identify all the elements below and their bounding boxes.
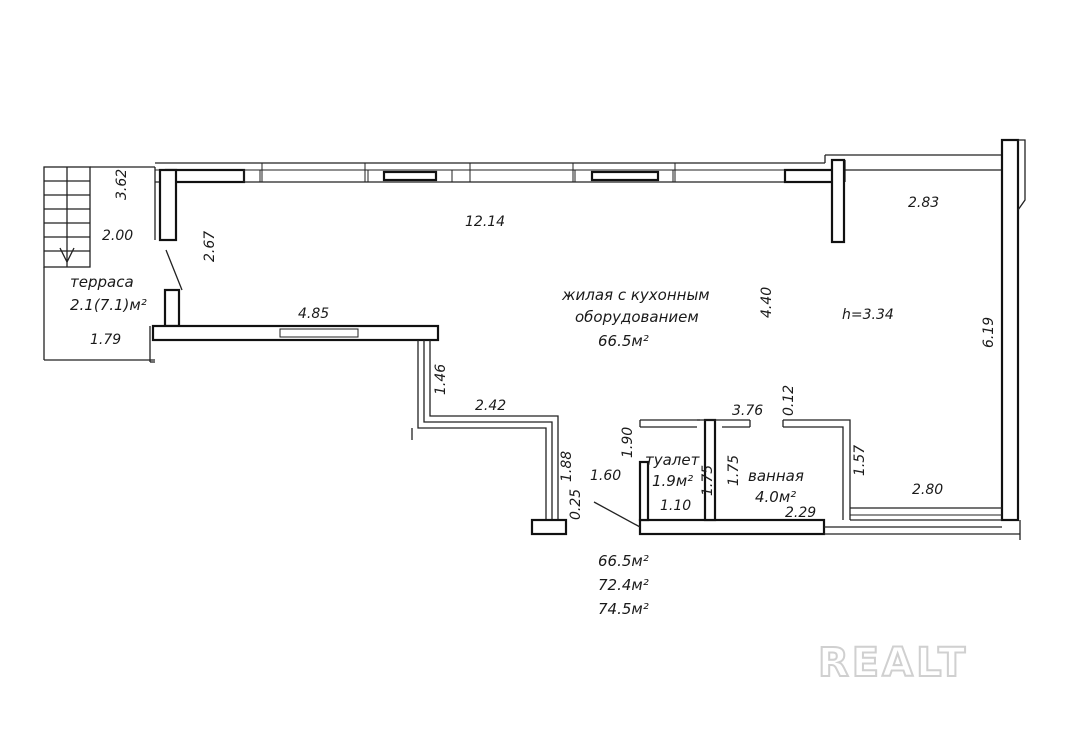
- staircase: [43, 166, 91, 268]
- dim-2-29: 2.29: [785, 505, 816, 521]
- dim-12-14: 12.14: [465, 214, 505, 230]
- dim-2-80: 2.80: [912, 482, 943, 498]
- terrace-area: 2.1(7.1)м²: [70, 296, 147, 314]
- dim-1-46: 1.46: [433, 364, 449, 395]
- dim-1-57: 1.57: [852, 445, 868, 476]
- bathroom-area: 4.0м²: [755, 488, 796, 506]
- watermark-logo: REALT: [818, 640, 968, 686]
- dim-0-12: 0.12: [781, 385, 797, 416]
- dim-2-00: 2.00: [102, 228, 133, 244]
- dim-1-75-b: 1.75: [726, 455, 742, 486]
- dim-1-88: 1.88: [559, 451, 575, 482]
- bathroom-label: ванная: [748, 467, 804, 485]
- dim-3-76: 3.76: [732, 403, 763, 419]
- living-room-area: 66.5м²: [598, 332, 649, 350]
- terrace-outline: [43, 166, 156, 361]
- middle-wall: [149, 249, 440, 363]
- dim-1-60: 1.60: [590, 468, 621, 484]
- total-area-with-terrace: 74.5м²: [598, 600, 649, 618]
- top-wall: [155, 162, 835, 242]
- dim-1-10: 1.10: [660, 498, 691, 514]
- lower-left-wall: [411, 340, 568, 536]
- dim-2-83: 2.83: [908, 195, 939, 211]
- toilet-label: туалет: [645, 451, 701, 469]
- right-upper-wall: [824, 138, 1026, 522]
- terrace-label: терраса: [70, 273, 134, 291]
- dim-2-67: 2.67: [202, 231, 218, 262]
- living-room-label-line2: оборудованием: [575, 308, 699, 326]
- total-living-area: 66.5м²: [598, 552, 649, 570]
- dim-4-40: 4.40: [759, 287, 775, 318]
- dim-6-19: 6.19: [981, 317, 997, 348]
- dim-4-85: 4.85: [298, 306, 329, 322]
- dim-2-42: 2.42: [475, 398, 506, 414]
- ceiling-height: h=3.34: [842, 307, 894, 323]
- bottom-right-wall: [824, 507, 1021, 540]
- total-area: 72.4м²: [598, 576, 649, 594]
- dim-0-25: 0.25: [568, 489, 584, 520]
- dim-3-62: 3.62: [114, 169, 130, 200]
- toilet-area: 1.9м²: [652, 472, 693, 490]
- dim-1-90: 1.90: [620, 427, 636, 458]
- dim-1-79: 1.79: [90, 332, 121, 348]
- dim-1-75-a: 1.75: [700, 465, 716, 496]
- labels: 3.62 2.00 2.67 терраса 2.1(7.1)м² 1.79 1…: [70, 169, 997, 687]
- living-room-label-line1: жилая с кухонным: [561, 286, 710, 304]
